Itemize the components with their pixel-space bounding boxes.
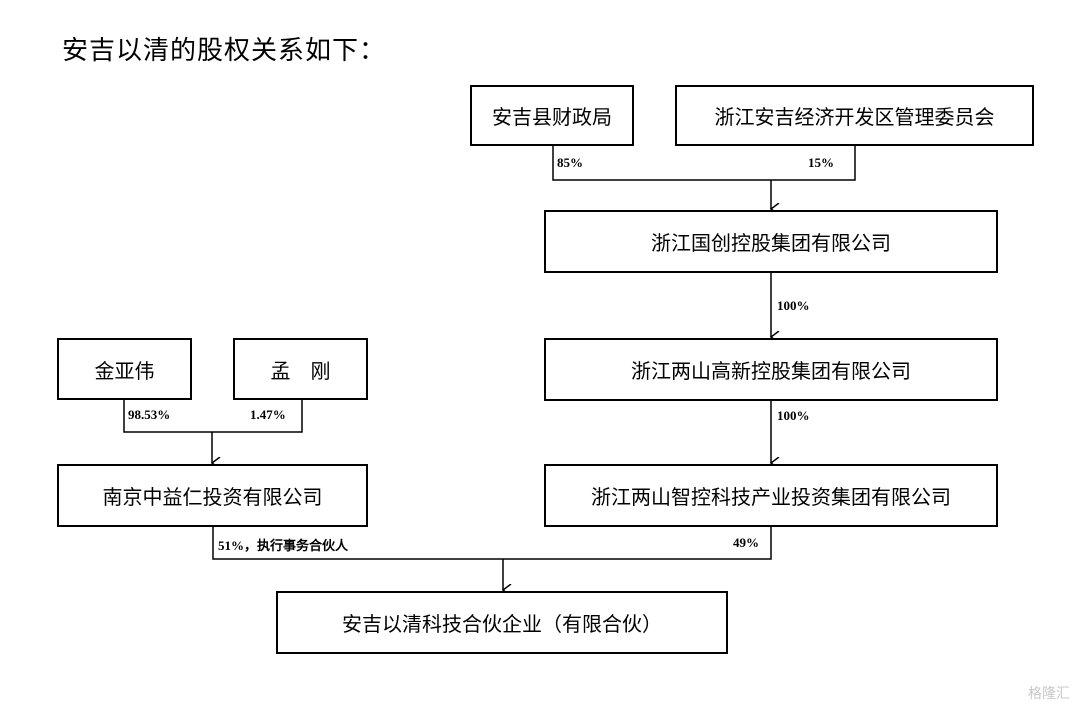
box-anji-yiqing: 安吉以清科技合伙企业（有限合伙） [276,591,728,654]
page-title: 安吉以清的股权关系如下： [62,36,387,66]
box-liangshan-zhikong: 浙江两山智控科技产业投资集团有限公司 [544,464,998,527]
pct-nanjing: 51%，执行事务合伙人 [218,538,349,553]
pct-gaoxin-to-zhikong: 100% [777,408,810,423]
pct-jin: 98.53% [128,407,171,422]
watermark: 格隆汇 [1028,686,1070,702]
pct-finance: 85% [557,155,583,170]
connector-individuals [123,399,303,433]
box-anji-devzone: 浙江安吉经济开发区管理委员会 [675,85,1034,146]
pct-devzone: 15% [808,155,834,170]
box-anji-finance: 安吉县财政局 [470,85,634,146]
pct-meng: 1.47% [250,407,286,422]
box-guochuang: 浙江国创控股集团有限公司 [544,210,998,273]
box-liangshan-gaoxin: 浙江两山高新控股集团有限公司 [544,338,998,401]
box-jin-yawei: 金亚伟 [57,338,192,400]
pct-guochuang-to-gaoxin: 100% [777,298,810,313]
connector-finance [552,145,856,181]
box-nanjing-zhongyi: 南京中益仁投资有限公司 [57,464,368,527]
box-meng-gang: 孟 刚 [233,338,368,400]
connector-partners [212,526,772,560]
pct-zhikong: 49% [733,535,759,550]
